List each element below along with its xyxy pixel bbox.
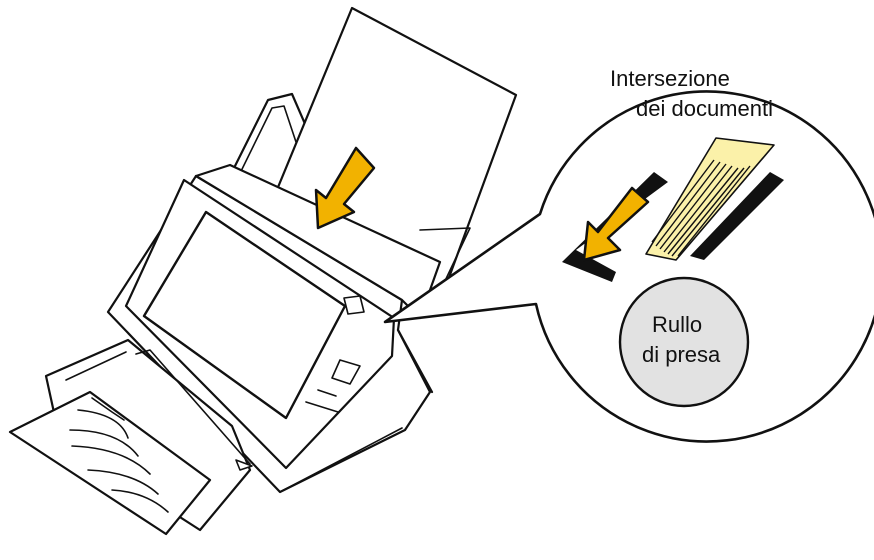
overlapping-documents — [645, 137, 775, 261]
pick-roller — [618, 276, 750, 408]
side-button — [331, 359, 361, 385]
callout-bubble — [383, 90, 874, 443]
feed-arrow — [314, 146, 376, 230]
output-tray — [8, 390, 212, 536]
roller-label-line1: Rullo — [652, 312, 702, 337]
touch-screen — [142, 210, 347, 420]
overlap-label-line1: Intersezione — [610, 66, 730, 91]
right-guide-plate — [690, 172, 784, 260]
tray-stopper-lines — [69, 397, 169, 513]
detail-feed-arrow — [582, 186, 650, 262]
scanner-illustration — [8, 6, 518, 536]
overlap-label-line2: dei documenti — [636, 96, 773, 121]
roller-label-line2: di presa — [642, 342, 721, 367]
zoom-detail — [562, 137, 784, 408]
